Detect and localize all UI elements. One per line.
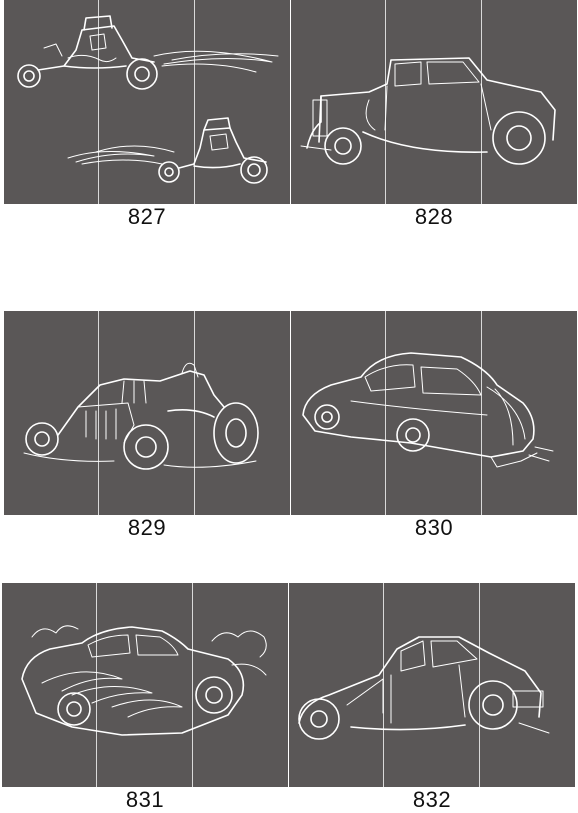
hot-rod-illustration-829: [23, 362, 259, 470]
panel-divider: [481, 311, 482, 515]
pattern-number: 830: [414, 515, 454, 540]
hot-rod-illustration-831: [21, 625, 267, 736]
glass-panel-828: [291, 0, 577, 204]
tile-827[interactable]: 827: [4, 0, 290, 232]
panel-divider: [385, 311, 386, 515]
glass-panel-832: [289, 583, 575, 787]
panel-divider: [194, 0, 195, 204]
hot-rod-illustration-832: [298, 636, 550, 740]
glass-panel-830: [291, 311, 577, 515]
glass-panel-827: [4, 0, 290, 204]
pattern-number: 829: [127, 515, 167, 540]
tile-828[interactable]: 828: [291, 0, 577, 232]
hot-rod-illustration-830: [302, 352, 554, 468]
pattern-number: 827: [127, 204, 167, 229]
pattern-number: 831: [125, 787, 165, 812]
pattern-number: 832: [412, 787, 452, 812]
tile-832[interactable]: 832: [289, 583, 575, 812]
panel-divider: [481, 0, 482, 204]
tile-830[interactable]: 830: [291, 311, 577, 543]
hot-rod-illustration-828: [300, 57, 556, 165]
tile-831[interactable]: 831: [2, 583, 288, 812]
panel-divider: [98, 311, 99, 515]
glass-panel-829: [4, 311, 290, 515]
panel-divider: [98, 0, 99, 204]
panel-divider: [385, 0, 386, 204]
panel-divider: [194, 311, 195, 515]
panel-divider: [96, 583, 97, 787]
hot-rod-illustration-827: [17, 15, 279, 184]
glass-panel-831: [2, 583, 288, 787]
pattern-number: 828: [414, 204, 454, 229]
tile-829[interactable]: 829: [4, 311, 290, 543]
panel-divider: [192, 583, 193, 787]
